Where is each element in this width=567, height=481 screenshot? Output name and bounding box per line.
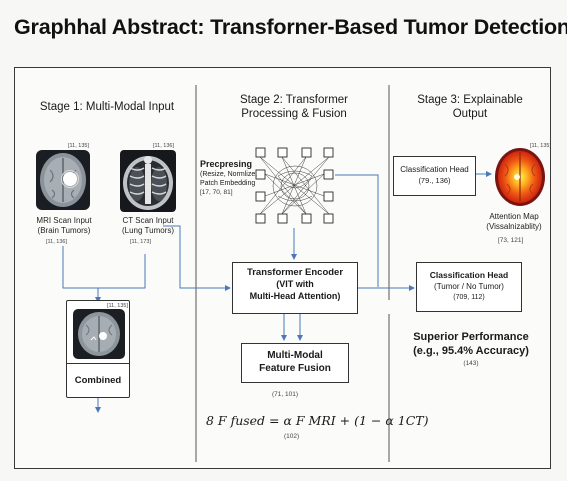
- attention-map-image: [493, 146, 547, 208]
- page-title: Graphhal Abstract: Transforner-Based Tum…: [14, 15, 567, 39]
- performance-line2: (e.g., 95.4% Accuracy): [413, 345, 529, 357]
- class-head-top-line2: (79., 136): [418, 176, 451, 185]
- attention-line1: Attention Map: [489, 212, 539, 221]
- fusion-line2: Feature Fusion: [259, 363, 331, 374]
- stage2-title: Stage 2: Transformer Processing & Fusion: [210, 93, 378, 121]
- preprocessing-line2: Patch Embedding: [200, 180, 256, 187]
- ct-corner-coords: [11, 136]: [153, 143, 174, 149]
- fusion-formula: 8 F fused = α F MRI + (1 − α 1CT): [206, 413, 429, 428]
- attention-line2: (Vissalnizablity): [486, 222, 542, 231]
- stage3-title: Stage 3: Explainable Output: [396, 93, 544, 121]
- classification-head-box: Classification Head (Tumor / No Tumor) (…: [416, 262, 522, 312]
- classification-head-top-box: Classification Head (79., 136): [393, 156, 476, 196]
- class-head-coords: (709, 112): [453, 294, 485, 301]
- ct-label: CT Scan Input (Lung Tumors): [110, 216, 186, 236]
- ct-scan-image: [120, 150, 176, 212]
- fusion-coords: (71, 101): [272, 391, 299, 398]
- feature-fusion-box: Multi-Modal Feature Fusion: [241, 343, 349, 383]
- performance-coords: (143): [463, 360, 479, 367]
- class-head-line2: (Tumor / No Tumor): [434, 282, 504, 291]
- encoder-line1: Transformer Encoder: [246, 267, 344, 278]
- stage2-title-line2: Processing & Fusion: [241, 108, 347, 120]
- preprocessing-heading: Precpresing: [200, 159, 253, 169]
- stage1-title: Stage 1: Multi-Modal Input: [39, 101, 175, 113]
- transformer-encoder-box: Transformer Encoder (VIT with Multi-Head…: [232, 262, 358, 314]
- mri-label: MRI Scan Input (Brain Tumors): [22, 216, 106, 236]
- class-head-top-line1: Classification Head: [400, 165, 469, 174]
- encoder-line2: (VIT with: [276, 279, 314, 289]
- combined-corner-coords: [11, 135]: [107, 303, 128, 309]
- mri-corner-coords: [11, 135]: [68, 143, 89, 149]
- combined-label: Combined: [74, 375, 122, 386]
- performance-line1: Superior Performance: [413, 331, 529, 343]
- combined-box: [11, 135] Combined: [66, 300, 130, 398]
- stage3-title-line2: Output: [452, 108, 488, 120]
- ct-coords: [11, 173]: [130, 239, 151, 245]
- ct-label-line1: CT Scan Input: [122, 216, 174, 225]
- performance-text: Superior Performance (e.g., 95.4% Accura…: [396, 330, 546, 370]
- mri-coords: [11, 136]: [46, 239, 67, 245]
- attention-coords: [73, 121]: [498, 237, 524, 244]
- fusion-line1: Multi-Modal: [267, 350, 323, 361]
- mri-label-line1: MRI Scan Input: [36, 216, 92, 225]
- attention-corner-coords: [11, 135]: [530, 143, 551, 149]
- attention-label: Attention Map (Vissalnizablity): [476, 212, 552, 232]
- class-head-line1: Classification Head: [429, 270, 509, 280]
- encoder-line3: Multi-Head Attention): [249, 290, 341, 301]
- formula-coords: (102): [284, 433, 300, 440]
- preprocessing-line1: (Resize, Normlize,: [200, 171, 258, 178]
- preprocessing-text: Precpresing (Resize, Normlize, Patch Emb…: [200, 159, 272, 198]
- mri-label-line2: (Brain Tumors): [37, 226, 91, 235]
- combined-divider: [67, 363, 129, 364]
- stage3-title-line1: Stage 3: Explainable: [417, 94, 523, 106]
- combined-scan-image: [73, 309, 125, 359]
- preprocessing-coords: [17, 70, 81]: [200, 189, 233, 196]
- mri-scan-image: [36, 150, 90, 210]
- ct-label-line2: (Lung Tumors): [121, 226, 175, 235]
- patch-network-icon: [254, 146, 336, 226]
- stage2-title-line1: Stage 2: Transformer: [239, 94, 349, 106]
